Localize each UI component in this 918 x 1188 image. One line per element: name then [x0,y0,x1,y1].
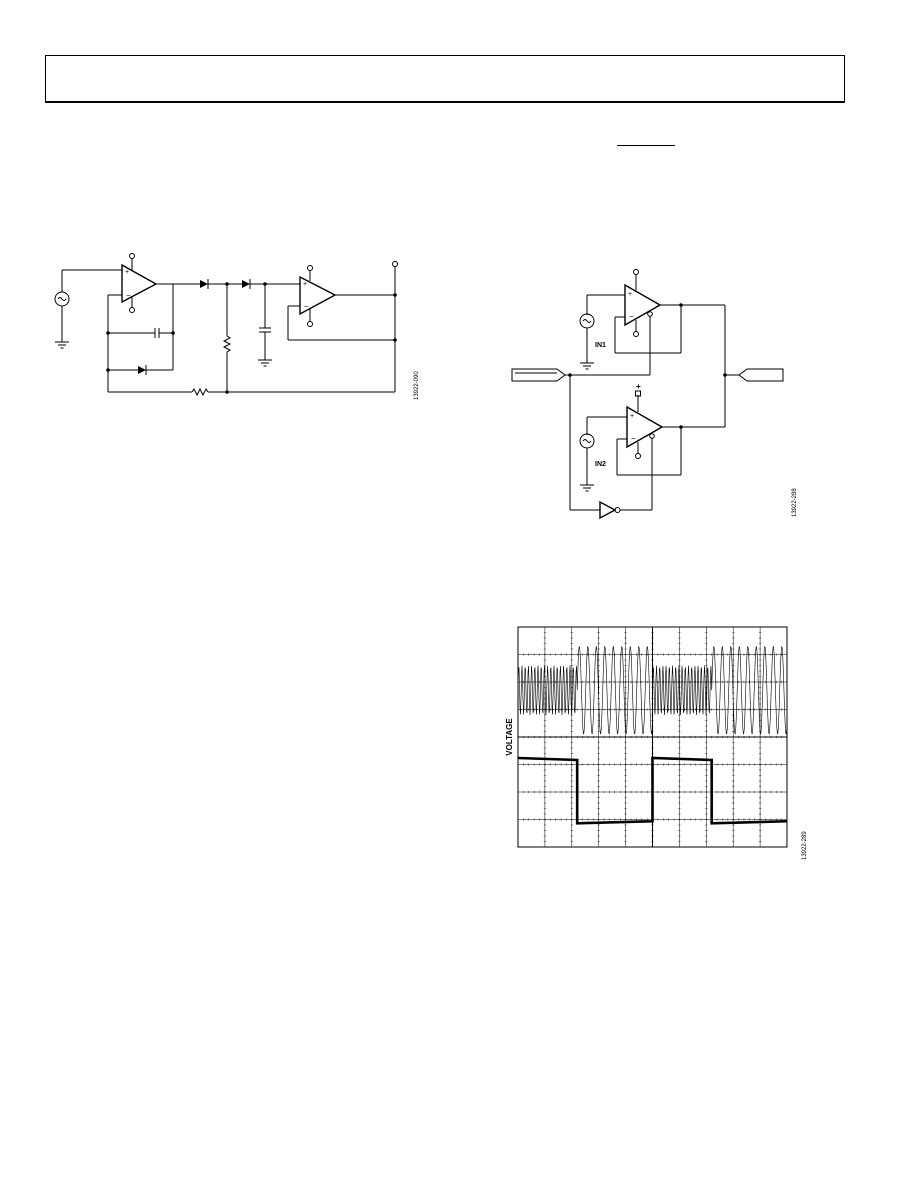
op-amp-top [624,283,662,327]
trace-select [517,756,788,825]
svg-text:−: − [629,312,634,321]
select-input-port [511,368,566,382]
svg-text:+: + [630,413,634,420]
inverter-gate [599,500,617,520]
supply-plus-label: + [636,382,641,391]
diode-icon [138,366,146,374]
resistor-icon [191,387,209,397]
op-amp-bottom [626,405,664,449]
svg-text:+: + [303,281,307,288]
op-amp-2 [299,275,337,316]
svg-text:+: + [125,269,129,276]
figure-code: 13922-090 [414,371,420,400]
output-terminal [392,261,398,267]
svg-text:−: − [631,434,636,443]
op-amp-1 [121,263,158,304]
svg-text:−: − [126,291,131,300]
in1-label: IN1 [595,342,606,349]
figure-code: 13922-288 [792,488,798,517]
svg-text:−: − [304,302,309,311]
peak-detector-schematic: + − + − 1 [54,253,420,400]
figure-code: 13922-289 [802,831,808,860]
page-header-box [45,55,845,103]
trace-signal [517,646,787,735]
svg-text:+: + [628,291,632,298]
diode-icon [242,280,250,288]
header-rule [617,145,675,146]
scope-y-label: VOLTAGE [505,718,514,756]
resistor-icon [222,335,232,353]
diode-icon [200,280,208,288]
amplifier-mux-schematic: + − IN1 + − + IN2 [511,269,798,520]
output-port [738,368,784,382]
in2-label: IN2 [595,461,606,468]
scope-capture: VOLTAGE 13922-289 [505,626,808,860]
